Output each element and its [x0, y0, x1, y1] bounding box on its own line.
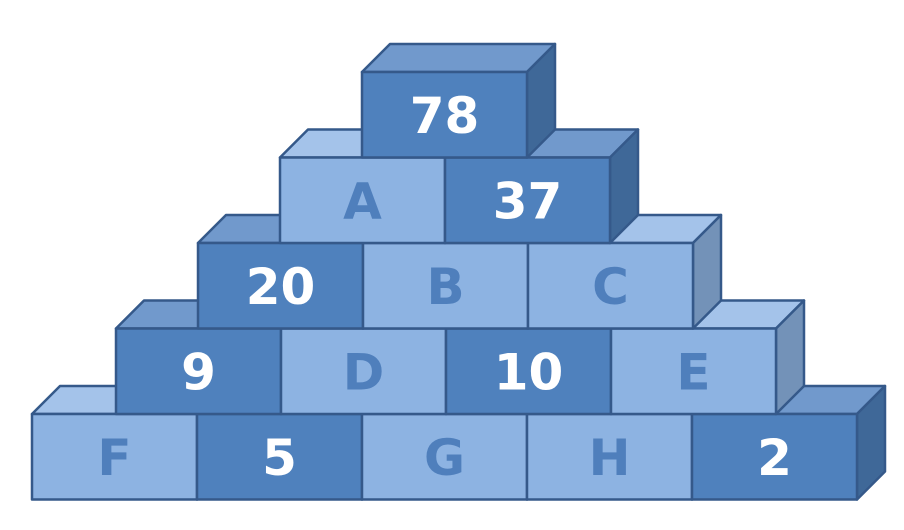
brick-top-face [360, 42, 557, 74]
brick-number: 2 [757, 429, 792, 487]
brick-number: 9 [181, 343, 216, 401]
brick-letter: G [424, 429, 465, 487]
brick-letter: C [592, 258, 629, 316]
brick-2: 2 [690, 384, 887, 501]
brick-number: 5 [262, 429, 297, 487]
brick-letter: F [97, 429, 131, 487]
brick-letter: B [426, 258, 464, 316]
brick-front-face [609, 327, 778, 416]
brick-front-face [690, 412, 859, 501]
brick-front-face [278, 156, 447, 245]
brick-letter: H [589, 429, 631, 487]
brick-front-face [279, 327, 448, 416]
brick-number: 78 [410, 87, 480, 145]
brick-front-face [443, 156, 612, 245]
brick-front-face [360, 412, 529, 501]
brick-front-face [444, 327, 613, 416]
brick-number: 20 [246, 258, 316, 316]
brick-front-face [30, 412, 199, 501]
brick-number: 10 [494, 343, 564, 401]
brick-letter: A [343, 172, 382, 230]
brick-number: 37 [493, 172, 563, 230]
brick-front-face [360, 70, 529, 159]
brick-letter: E [676, 343, 710, 401]
brick-front-face [361, 241, 530, 330]
brick-letter: D [343, 343, 385, 401]
brick-78: 78 [360, 42, 557, 159]
